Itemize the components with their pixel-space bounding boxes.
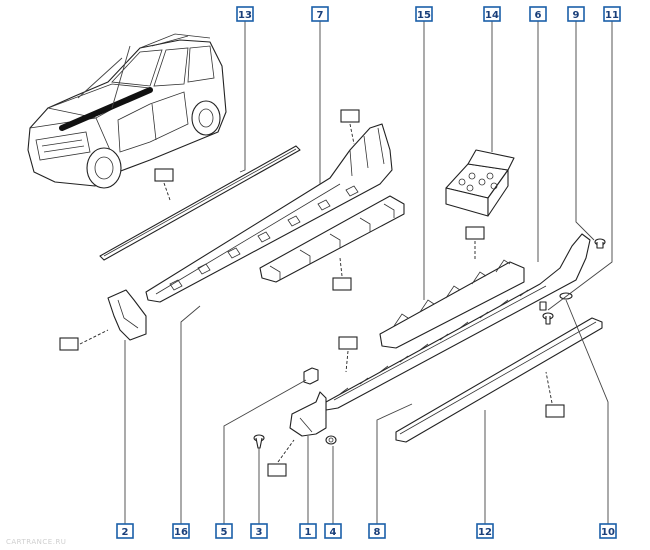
callout-8: 8 (368, 523, 386, 539)
trim-strip-13 (99, 145, 301, 261)
callout-9-label: 9 (573, 10, 580, 21)
callout-16-label: 16 (174, 527, 188, 538)
callout-5-label: 5 (221, 527, 228, 538)
callouts-top: 13 7 15 14 6 9 11 (236, 6, 621, 22)
callout-4: 4 (324, 523, 342, 539)
inner-bracket (259, 195, 405, 283)
callout-4-label: 4 (330, 527, 337, 538)
callout-10-label: 10 (601, 527, 615, 538)
callout-15: 15 (415, 6, 433, 22)
trim-strip-12 (395, 317, 603, 443)
callout-10: 10 (599, 523, 617, 539)
callout-2-label: 2 (122, 527, 129, 538)
clip-9 (594, 238, 606, 249)
callout-14: 14 (483, 6, 501, 22)
nut-4 (325, 435, 337, 445)
callout-6: 6 (529, 6, 547, 22)
callout-11-label: 11 (605, 10, 619, 21)
callout-13-label: 13 (238, 10, 252, 21)
callout-14-label: 14 (485, 10, 499, 21)
callout-13: 13 (236, 6, 254, 22)
clip-11 (539, 301, 554, 325)
callout-8-label: 8 (374, 527, 381, 538)
sill-member-6 (325, 233, 591, 411)
callout-16: 16 (172, 523, 190, 539)
callout-1: 1 (299, 523, 317, 539)
callout-3-label: 3 (256, 527, 263, 538)
leader-lines (124, 21, 613, 524)
lower-bracket-15 (379, 259, 525, 349)
callout-9: 9 (567, 6, 585, 22)
callout-7-label: 7 (317, 10, 324, 21)
watermark-text: CARTRANCE.RU (6, 538, 66, 546)
callout-7: 7 (311, 6, 329, 22)
callout-12-label: 12 (478, 527, 492, 538)
clip-5 (303, 367, 319, 385)
callout-12: 12 (476, 523, 494, 539)
callout-5: 5 (215, 523, 233, 539)
fastener-box-14 (445, 149, 515, 217)
car-illustration (27, 33, 227, 189)
callout-11: 11 (603, 6, 621, 22)
screw-3 (253, 434, 265, 449)
sill-cover-7 (145, 123, 393, 303)
callout-2: 2 (116, 523, 134, 539)
label-tags (59, 109, 565, 477)
bracket-1 (289, 391, 327, 437)
callout-6-label: 6 (535, 10, 542, 21)
callout-15-label: 15 (417, 10, 431, 21)
bracket-2 (107, 289, 147, 341)
callout-3: 3 (250, 523, 268, 539)
callouts-bottom: 2 16 5 3 1 4 8 12 (116, 523, 617, 539)
callout-1-label: 1 (305, 527, 312, 538)
